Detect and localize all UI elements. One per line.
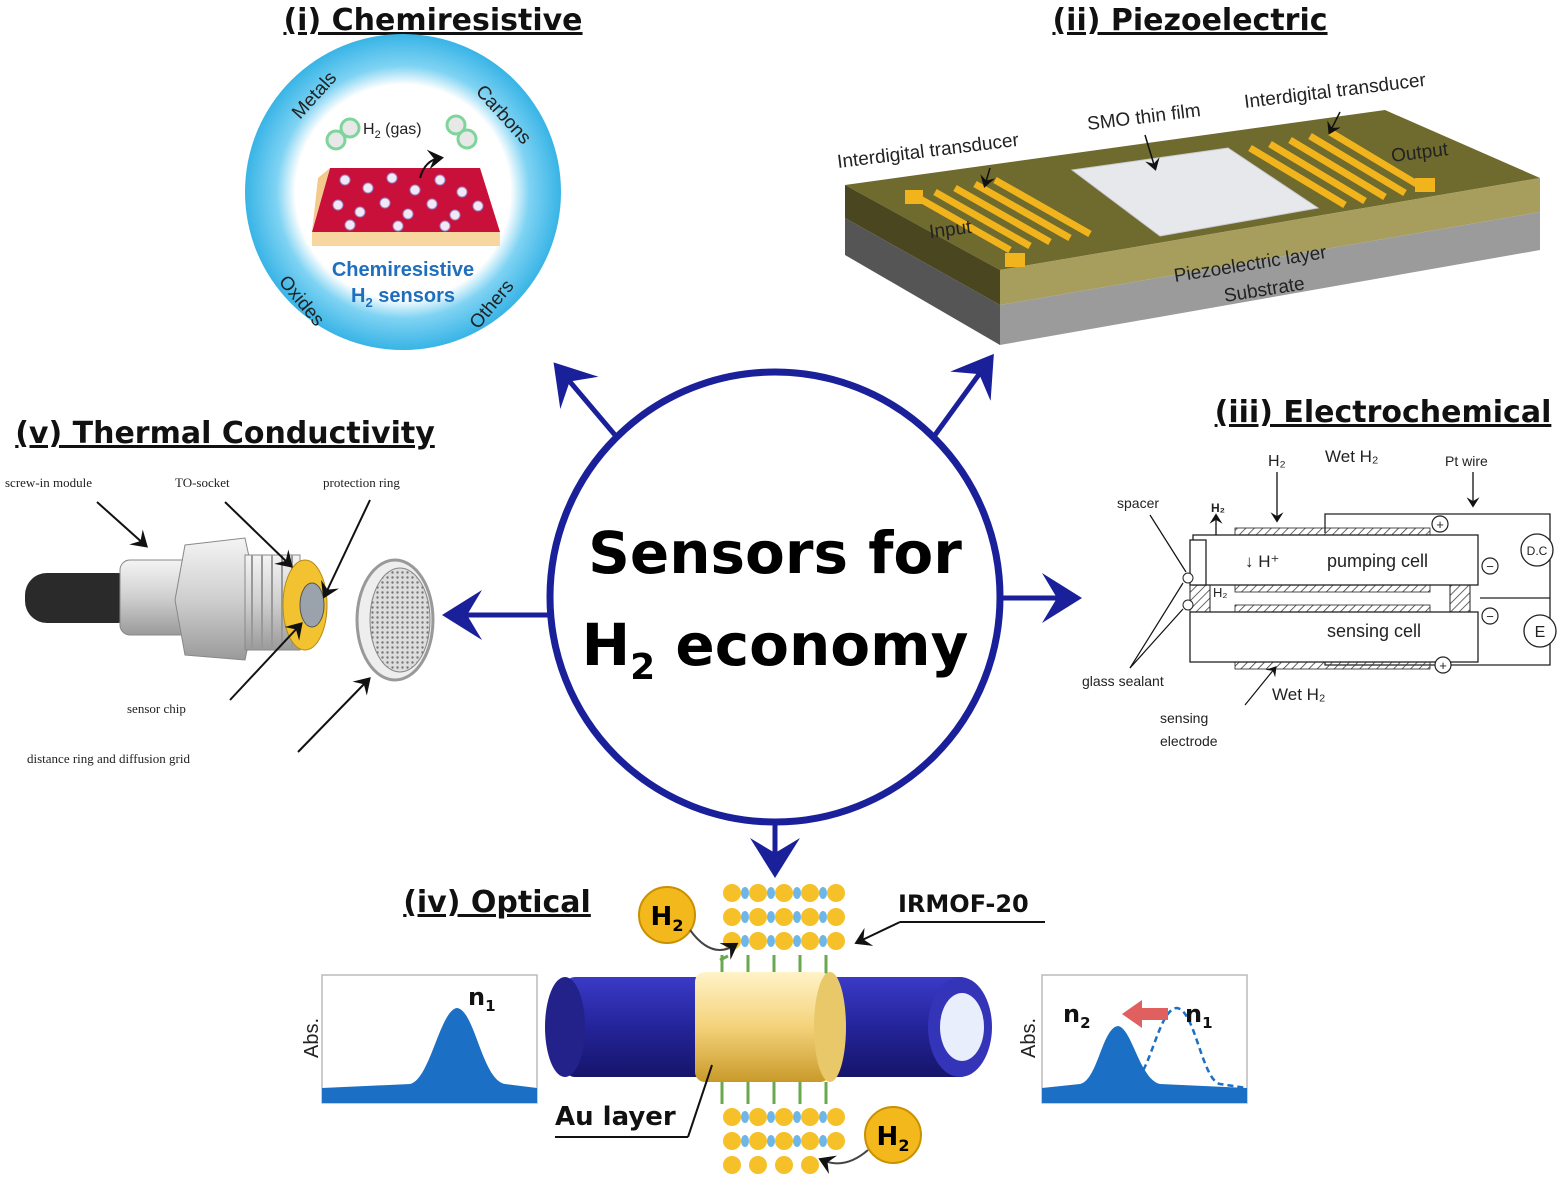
label-glass-sealant: glass sealant — [1082, 673, 1164, 689]
voltmeter-icon — [1523, 614, 1557, 648]
svg-text:+: + — [1439, 658, 1447, 673]
h2-molecule-icon — [325, 117, 361, 151]
thermal-title: (v) Thermal Conductivity — [15, 416, 435, 451]
cable — [25, 573, 140, 623]
smo-film — [1070, 147, 1320, 237]
label-to-socket: TO-socket — [175, 475, 230, 490]
label-sensing: sensing — [1160, 710, 1208, 726]
center-circle — [546, 368, 1004, 826]
spectrum-left: Abs. n1 — [301, 974, 538, 1104]
gas-label: H2 (gas) — [363, 121, 422, 141]
diffusion-grid-icon — [369, 567, 431, 673]
section-optical: (iv) Optical — [301, 884, 1248, 1174]
svg-text:+: + — [1436, 517, 1444, 532]
label-h2-small: H₂ — [1211, 501, 1225, 515]
label-screw-module: screw-in module — [5, 475, 92, 490]
label-wet-h2-bottom: Wet H₂ — [1272, 685, 1326, 704]
label-electrode: electrode — [1160, 733, 1218, 749]
peak-n1 — [322, 1008, 537, 1103]
center-line1: Sensors for — [588, 519, 962, 587]
arrow-to-piezoelectric — [932, 353, 994, 437]
spectrum-right: Abs. n2 n1 — [1018, 974, 1248, 1104]
n2-label: n2 — [1063, 1000, 1091, 1032]
label-wet-h2-top: Wet H₂ — [1325, 447, 1379, 466]
label-input: Input — [928, 217, 973, 243]
center-arrows — [442, 353, 1082, 878]
center-line2: H2 economy — [582, 611, 969, 688]
piezoelectric-title: (ii) Piezoelectric — [1052, 3, 1327, 38]
idt-right-icon — [1248, 128, 1435, 209]
dc-source-icon — [1520, 533, 1554, 567]
piezo-layer-side — [845, 185, 1000, 305]
h2-ball-top — [638, 886, 696, 944]
peak-n2 — [1042, 1026, 1247, 1103]
optical-fiber-icon — [545, 972, 992, 1082]
abs-label-left: Abs. — [301, 1018, 323, 1058]
substrate-front — [1000, 212, 1540, 345]
irmof-label: IRMOF-20 — [898, 890, 1029, 918]
idt-left-icon — [905, 176, 1092, 267]
svg-text:−: − — [1486, 559, 1494, 574]
label-h2-top: H₂ — [1268, 453, 1286, 470]
pumping-cell — [1192, 534, 1479, 586]
svg-text:−: − — [1486, 609, 1494, 624]
h2-ball-top-label: H2 — [651, 902, 684, 935]
section-electrochemical: (iii) Electrochemical H₂ Wet H₂ Pt wire … — [1082, 395, 1557, 749]
h2-ball-bottom — [864, 1106, 922, 1164]
optical-title: (iv) Optical — [403, 885, 591, 920]
chemiresistive-inner-line2: H2 sensors — [351, 285, 455, 310]
shift-arrow-icon — [1122, 1000, 1168, 1028]
label-idt-right: Interdigital transducer — [1243, 70, 1428, 113]
label-spacer: spacer — [1117, 495, 1159, 511]
arrow-to-chemiresistive — [553, 362, 617, 437]
abs-label-right: Abs. — [1018, 1018, 1040, 1058]
chemiresistive-inner-line1: Chemiresistive — [332, 259, 474, 281]
terminal-icons — [1431, 515, 1499, 674]
au-layer-label: Au layer — [555, 1102, 676, 1132]
mof-lattice-top — [723, 884, 845, 950]
linker-chains-bottom — [720, 1082, 828, 1104]
label-h-plus: ↓ H⁺ — [1245, 552, 1279, 571]
n1-label-left: n1 — [468, 983, 496, 1015]
label-h2-inner: H₂ — [1213, 585, 1227, 600]
label-sensing-cell: sensing cell — [1327, 621, 1421, 641]
label-pumping-cell: pumping cell — [1327, 551, 1428, 571]
label-pt-wire: Pt wire — [1445, 453, 1488, 469]
label-sensor-chip: sensor chip — [127, 701, 186, 716]
au-layer-band — [695, 972, 830, 1082]
section-thermal: (v) Thermal Conductivity screw-in module… — [5, 416, 435, 766]
electrochemical-title: (iii) Electrochemical — [1215, 395, 1552, 430]
hex-nut — [174, 537, 259, 661]
h2-molecule-icon — [445, 114, 478, 150]
label-protection-ring: protection ring — [323, 475, 400, 490]
sensing-film-icon — [312, 168, 500, 246]
label-e: E — [1535, 624, 1546, 641]
substrate-side — [845, 218, 1000, 345]
label-smo-film: SMO thin film — [1086, 100, 1202, 135]
section-chemiresistive: (i) Chemiresistive Metals Carbons Oxides… — [245, 3, 583, 350]
mof-lattice-bottom — [723, 1108, 845, 1174]
label-diffusion-grid: distance ring and diffusion grid — [27, 751, 190, 766]
n1-label-right: n1 — [1185, 1000, 1213, 1032]
peak-n1-dashed — [1129, 1006, 1248, 1090]
piezo-layer-front — [1000, 178, 1540, 305]
label-dc: D.C — [1527, 544, 1548, 558]
chemiresistive-title: (i) Chemiresistive — [283, 3, 582, 38]
section-piezoelectric: (ii) Piezoelectric Interdigital tra — [836, 3, 1540, 345]
sensor-chip-icon — [299, 582, 325, 628]
center-hub: Sensors for H2 economy — [546, 368, 1004, 826]
h2-ball-bottom-label: H2 — [877, 1122, 910, 1155]
